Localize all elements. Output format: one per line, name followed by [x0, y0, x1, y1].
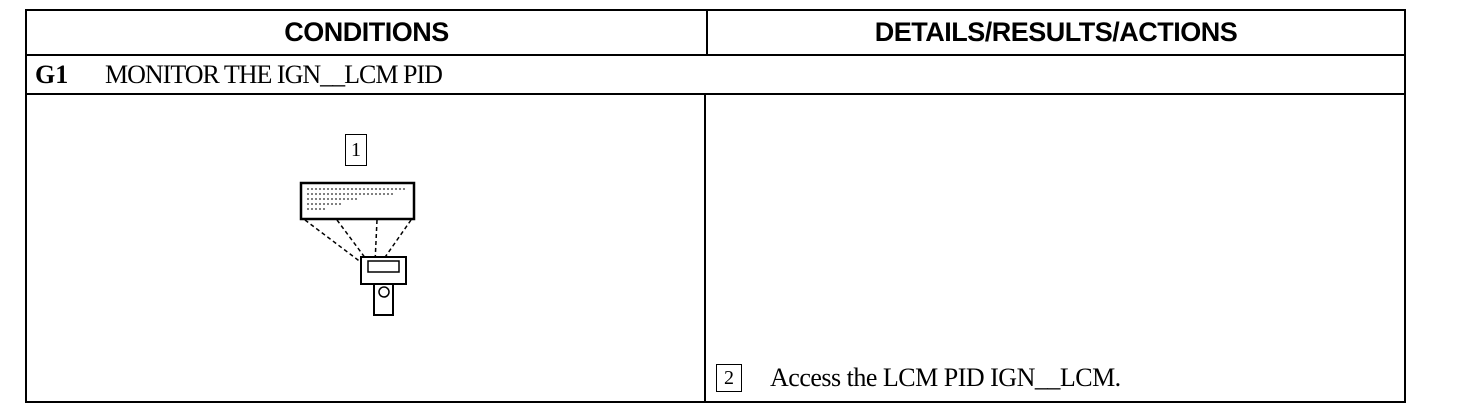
callout-number-1: 1	[345, 134, 367, 166]
header-divider	[706, 11, 708, 54]
action-number: 2	[716, 364, 742, 392]
action-text: Access the LCM PID IGN__LCM.	[770, 363, 1121, 392]
column-divider	[704, 95, 706, 401]
conditions-header: CONDITIONS	[284, 17, 449, 47]
header-rule	[27, 54, 1404, 56]
step-title-row: G1 MONITOR THE IGN__LCM PID	[27, 56, 1404, 93]
details-header: DETAILS/RESULTS/ACTIONS	[874, 17, 1238, 47]
step-rule	[27, 93, 1404, 95]
action-step: 2 Access the LCM PID IGN__LCM.	[716, 363, 1121, 393]
scan-tool-connector-icon	[299, 181, 416, 316]
procedure-table: CONDITIONS DETAILS/RESULTS/ACTIONS G1 MO…	[25, 9, 1406, 403]
step-title: MONITOR THE IGN__LCM PID	[105, 59, 443, 89]
step-id: G1	[35, 59, 69, 89]
